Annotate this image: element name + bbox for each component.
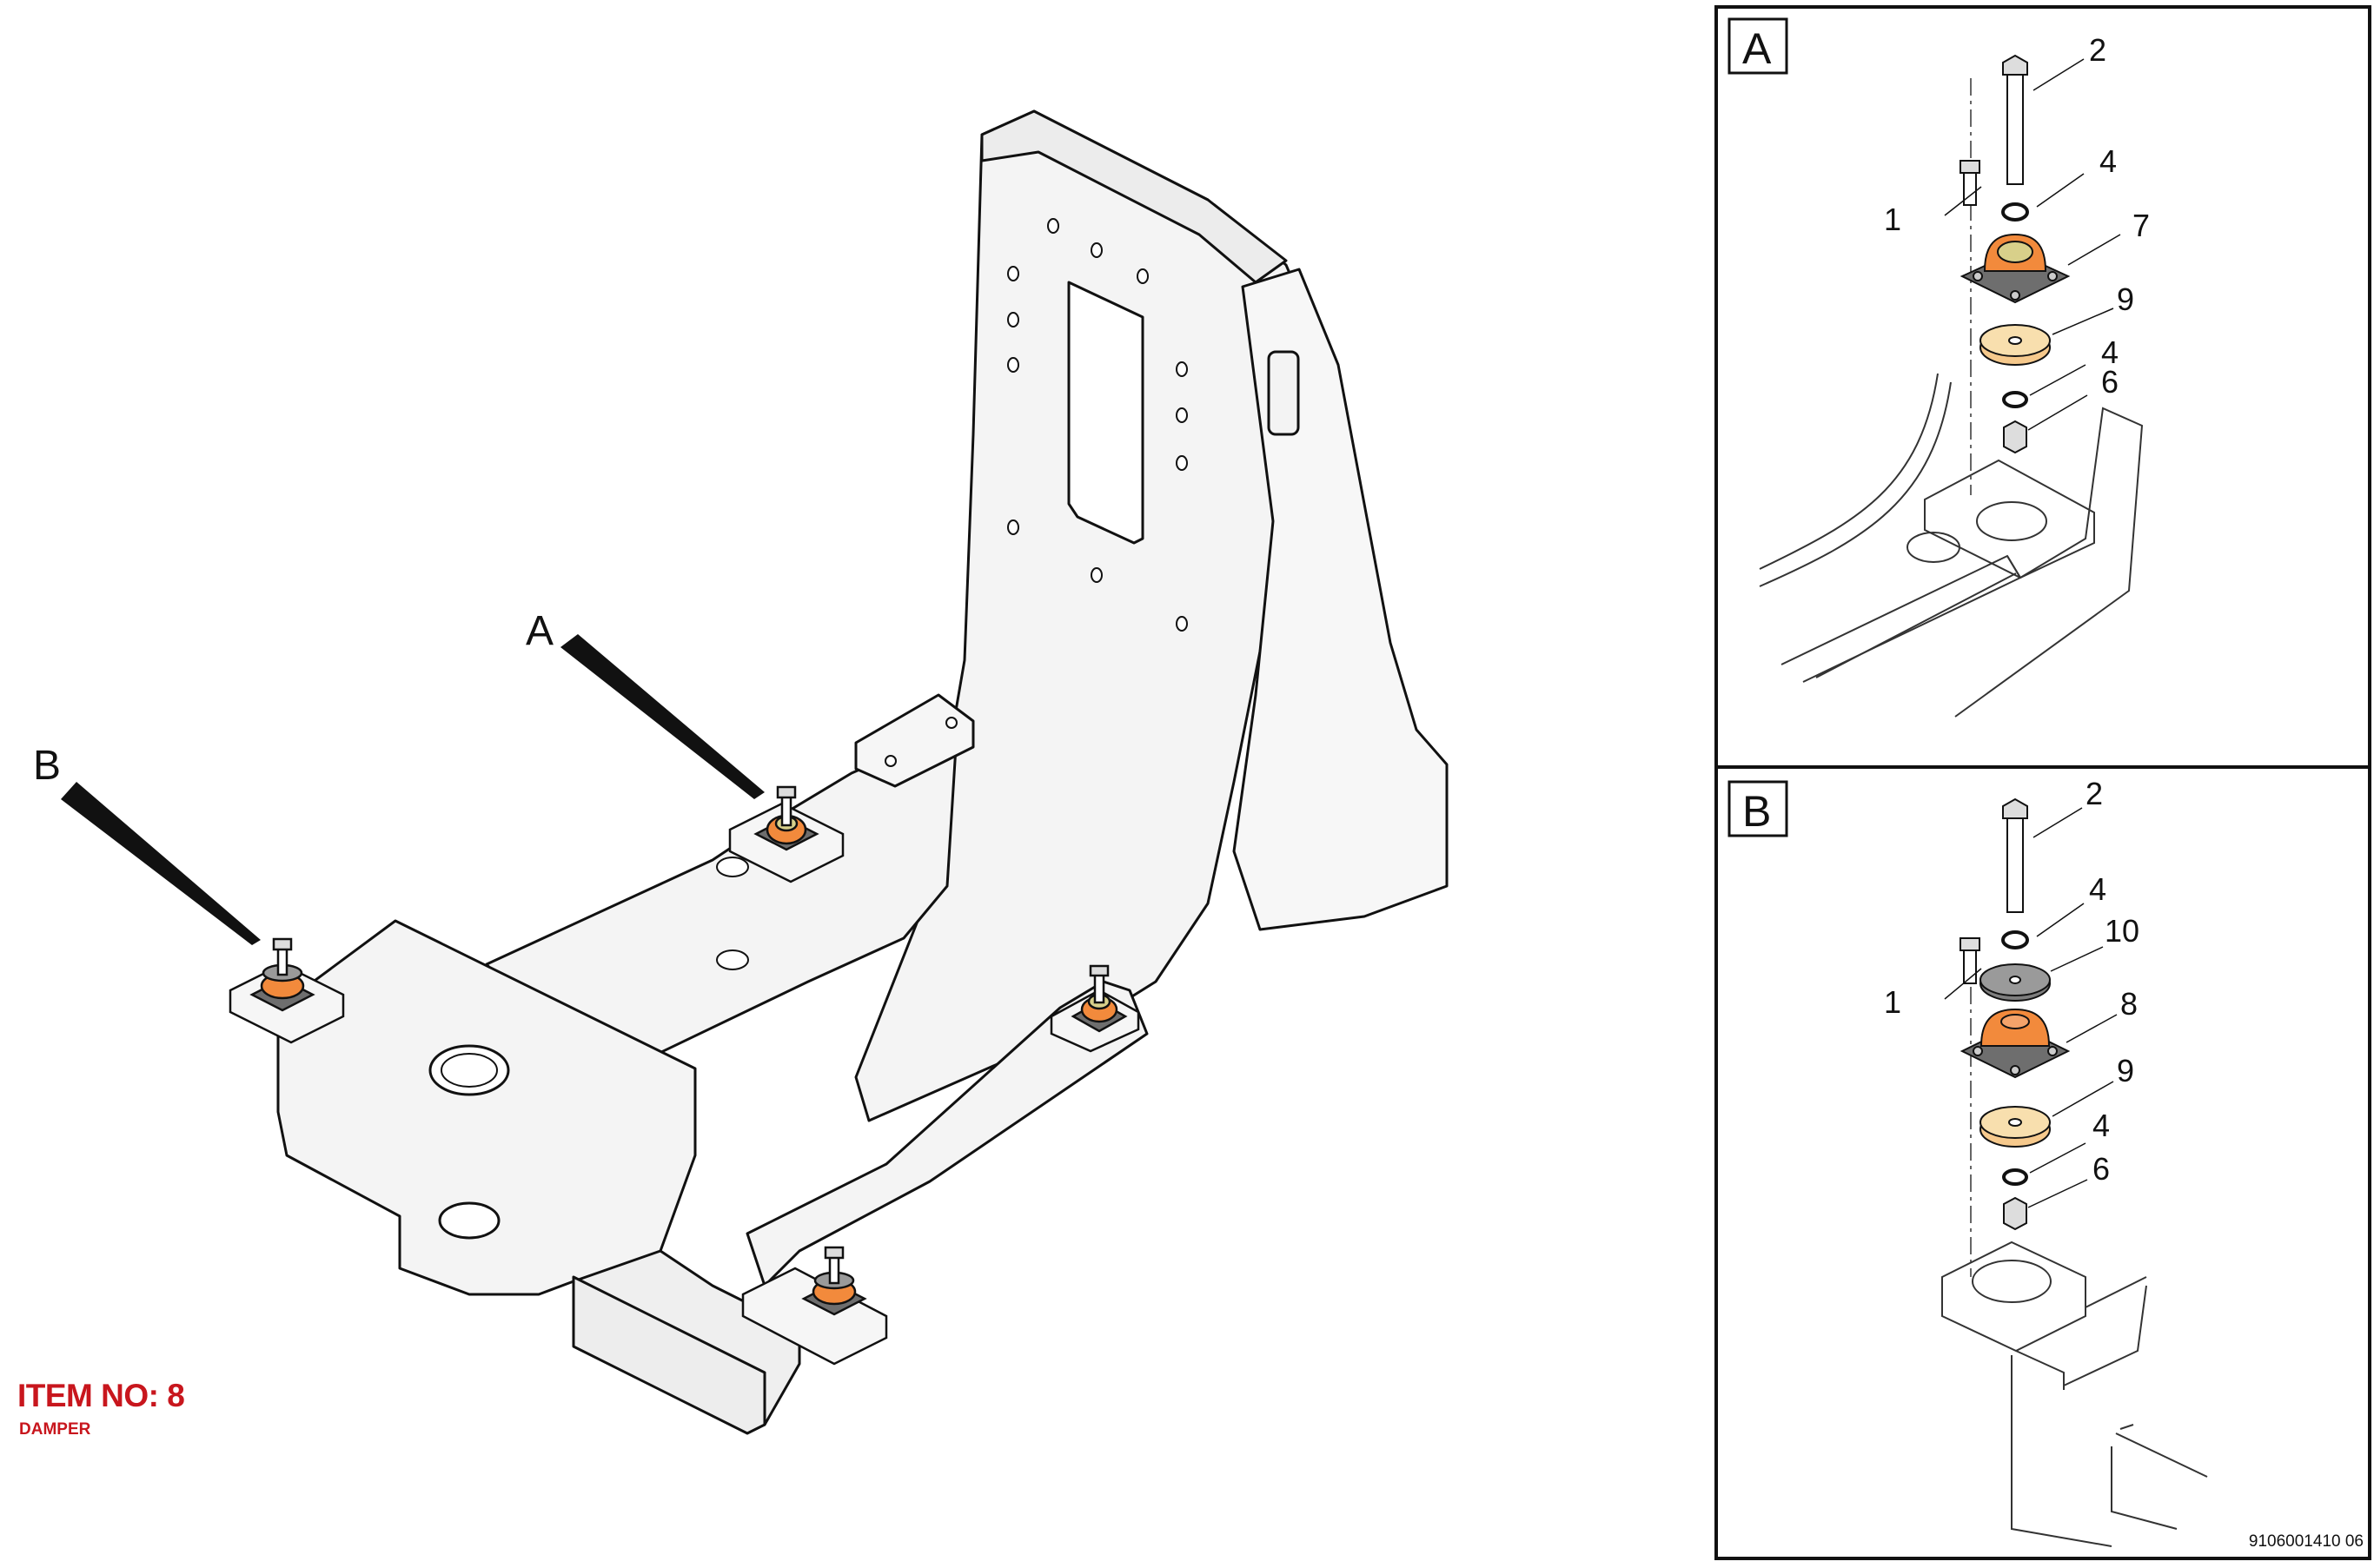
front-coupling-hole-inner: [441, 1053, 498, 1088]
panel-a-label: A: [1742, 24, 1772, 73]
part-b4-washer: [2001, 930, 2029, 949]
panel-b-frame-fragment: [1941, 1241, 2208, 1547]
part-b8-damper: [1960, 1008, 2071, 1079]
item-number-title: ITEM NO: 8: [17, 1378, 185, 1413]
panel-a-part-label: 9: [2117, 281, 2134, 317]
panel-a-leaders: [1944, 58, 2121, 431]
panel-a-part-label: 2: [2089, 32, 2106, 68]
main-frame-assembly: [276, 109, 1449, 1435]
beam-hole: [716, 949, 749, 970]
part-b6-nut: [2003, 1196, 2027, 1231]
panel-b-part-label: 4: [2092, 1108, 2110, 1143]
frame-right-side: [1232, 268, 1449, 931]
part-b9-spacer: [1979, 1106, 2051, 1148]
panel-b-part-label: 10: [2105, 913, 2139, 949]
panel-a-part-label: 7: [2132, 208, 2150, 243]
callout-b-label: B: [33, 743, 61, 789]
panel-a-part-label: 6: [2101, 364, 2119, 400]
panel-b-part-label: 9: [2117, 1053, 2134, 1088]
damper-mount-right: [1050, 964, 1140, 1053]
part-b4-lower-washer: [2002, 1168, 2028, 1186]
part-b2-long-bolt: [2002, 797, 2028, 913]
panel-b-part-label: 1: [1884, 984, 1901, 1020]
panel-a-part-label: 4: [2101, 334, 2119, 370]
part-b1-small-bolt: [1960, 937, 1980, 984]
detail-panel-a: A: [1727, 17, 2150, 718]
lower-coupling-hole: [438, 1201, 501, 1240]
panel-a-frame-fragment: [1759, 373, 2144, 718]
panel-b-label: B: [1742, 787, 1771, 836]
part-a2-long-bolt: [2002, 54, 2028, 185]
frame-right-beam: [746, 980, 1149, 1287]
drawing-number: 9106001410 06: [2249, 1532, 2364, 1551]
damper-mount-front-right: [741, 1246, 888, 1366]
part-a7-damper: [1960, 233, 2071, 304]
beam-hole: [716, 857, 749, 877]
item-name-subtitle: DAMPER: [19, 1420, 91, 1439]
callout-a-pointer: [560, 634, 765, 799]
part-a4-lower-washer: [2002, 391, 2028, 408]
part-a4-washer: [2001, 202, 2029, 222]
frame-side-tab: [1267, 350, 1300, 436]
frame-bracket-hole: [945, 717, 958, 729]
panel-b-label-box: [1727, 780, 1788, 837]
frame-front-cross-member: [276, 919, 697, 1296]
part-a6-nut: [2003, 420, 2027, 454]
part-a9-spacer: [1979, 324, 2051, 366]
part-b10-washer: [1979, 963, 2051, 1002]
callout-b-pointer: [61, 782, 261, 945]
damper-mount-b: [229, 937, 345, 1044]
panel-b-part-label: 6: [2092, 1151, 2110, 1187]
detail-panel-b: B: [1727, 776, 2208, 1547]
detail-panels-border: [1714, 5, 2371, 1560]
frame-bracket-hole: [885, 755, 897, 767]
panel-a-part-label: 1: [1884, 202, 1901, 237]
frame-rear-foot: [572, 1275, 766, 1435]
panel-b-part-label: 8: [2120, 986, 2138, 1022]
callout-a-label: A: [526, 608, 554, 654]
damper-mount-a: [728, 785, 845, 883]
panel-b-part-label: 2: [2086, 776, 2103, 811]
panel-b-leaders: [1944, 807, 2118, 1208]
frame-window-opening: [1067, 281, 1144, 545]
panel-b-part-label: 4: [2089, 871, 2106, 907]
panel-a-label-box: [1727, 17, 1788, 75]
panel-a-part-label: 4: [2099, 143, 2117, 179]
part-a1-small-bolt: [1960, 160, 1980, 206]
upright-bolt-holes: [1007, 218, 1188, 632]
